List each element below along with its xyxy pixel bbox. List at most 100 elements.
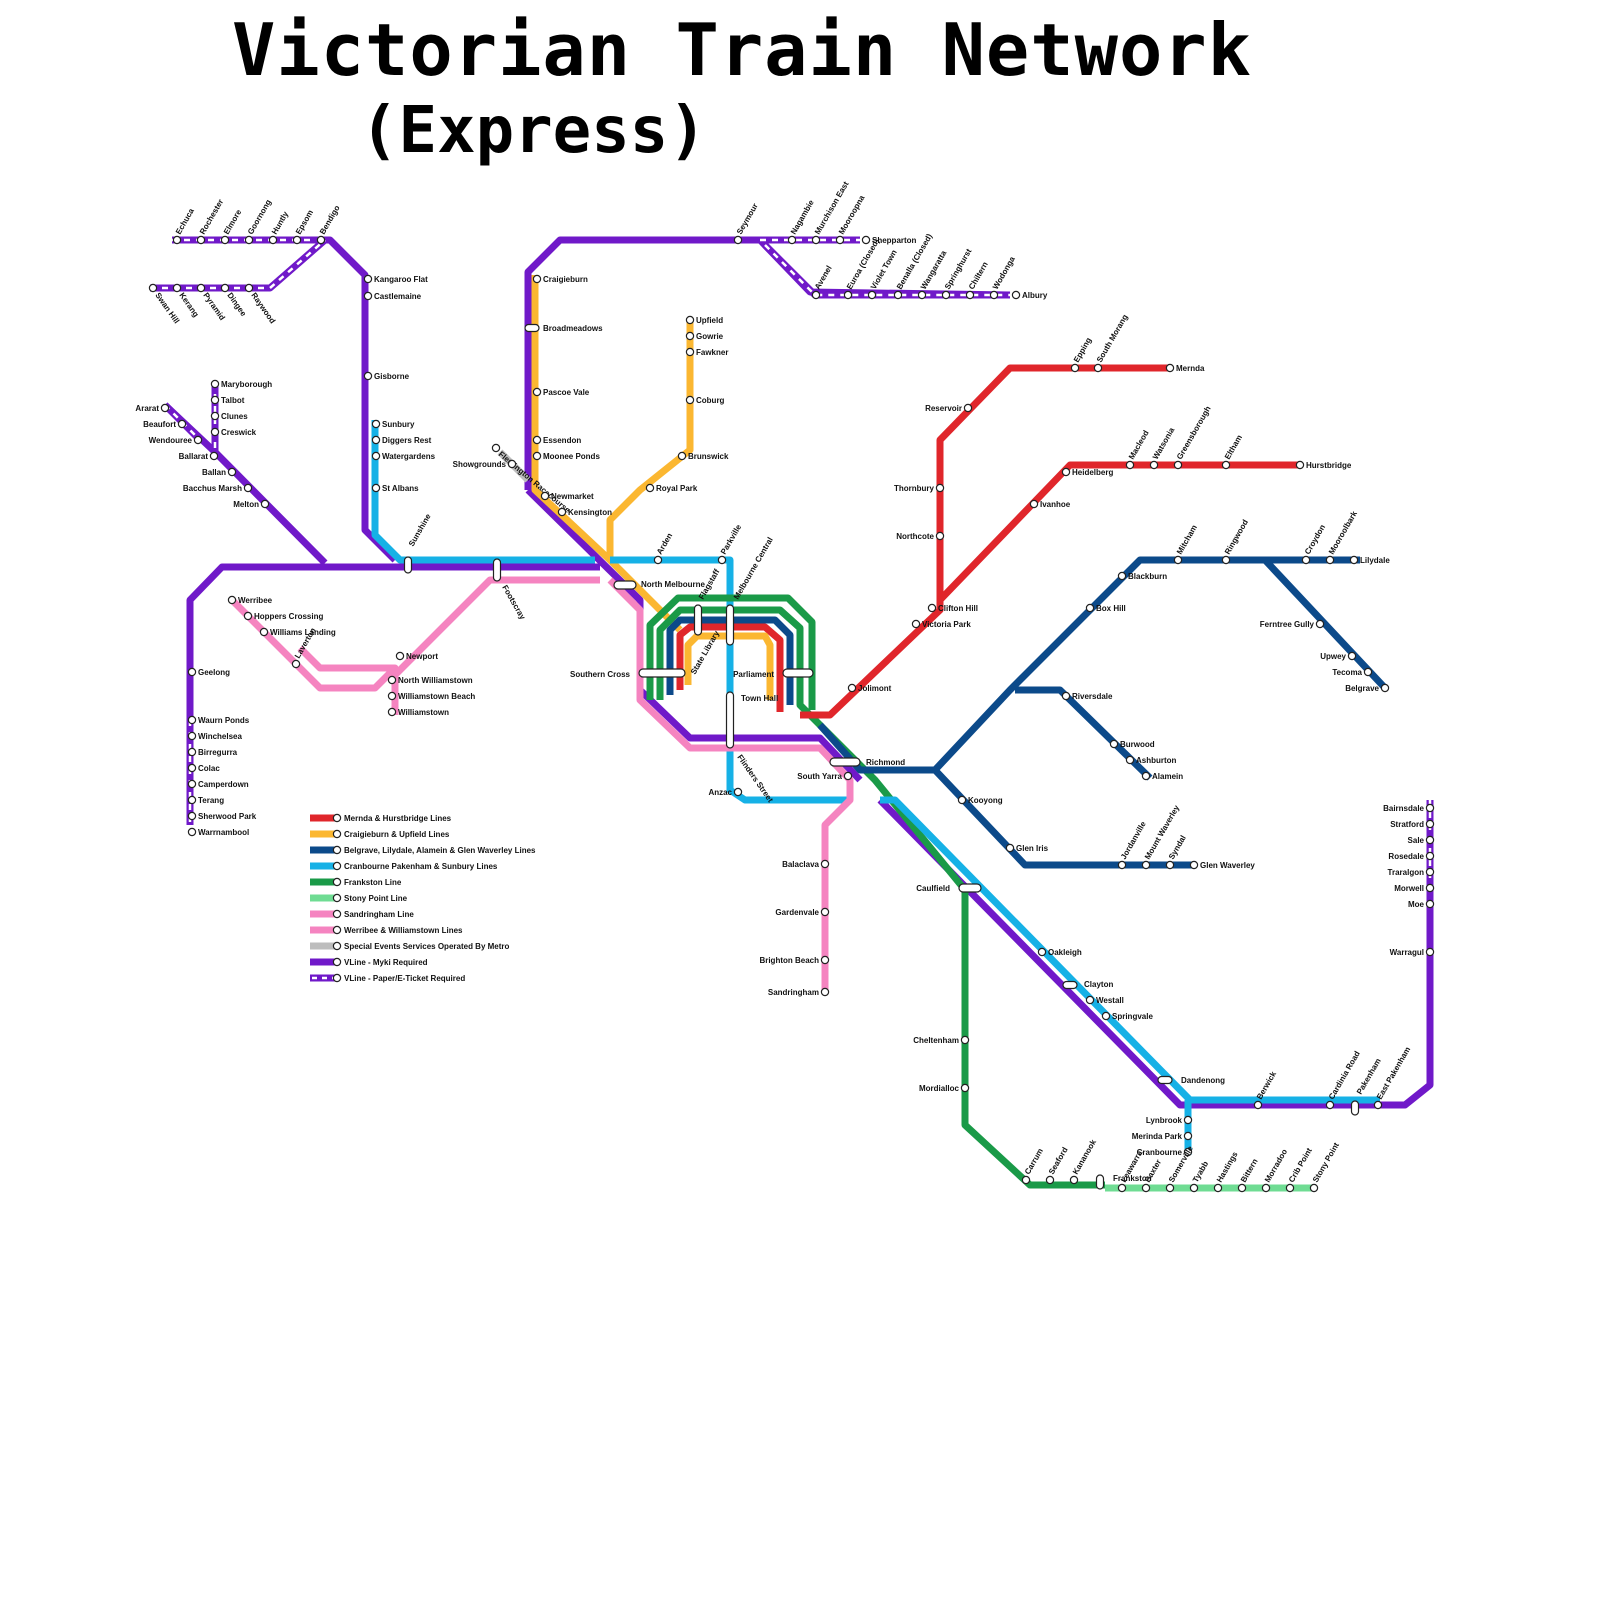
station-gardenvale[interactable]: Gardenvale bbox=[775, 907, 830, 917]
station-upwey[interactable]: Upwey bbox=[1320, 651, 1357, 661]
station-diggers-rest[interactable]: Diggers Rest bbox=[371, 435, 432, 445]
station-frankston[interactable]: Frankston bbox=[1113, 1174, 1152, 1183]
station-coburg[interactable]: Coburg bbox=[685, 395, 725, 405]
station-tecoma[interactable]: Tecoma bbox=[1332, 667, 1373, 677]
station-westall[interactable]: Westall bbox=[1085, 995, 1124, 1005]
interchange-north-melbourne[interactable] bbox=[613, 580, 637, 590]
station-cheltenham[interactable]: Cheltenham bbox=[913, 1035, 970, 1045]
station-ararat[interactable]: Ararat bbox=[135, 403, 170, 413]
station-carrum[interactable]: Carrum bbox=[1021, 1147, 1045, 1185]
station-springvale[interactable]: Springvale bbox=[1101, 1011, 1153, 1021]
station-parliament[interactable]: Parliament bbox=[733, 670, 774, 679]
station-reservoir[interactable]: Reservoir bbox=[925, 403, 973, 413]
station-warrnambool[interactable]: Warrnambool bbox=[187, 827, 249, 837]
station-shepparton[interactable]: Shepparton bbox=[861, 235, 917, 245]
station-balaclava[interactable]: Balaclava bbox=[782, 859, 830, 869]
station-blackburn[interactable]: Blackburn bbox=[1117, 571, 1167, 581]
station-moe[interactable]: Moe bbox=[1408, 899, 1435, 909]
station-pascoe-vale[interactable]: Pascoe Vale bbox=[532, 387, 590, 397]
station-newport[interactable]: Newport bbox=[395, 651, 438, 661]
station-sandringham[interactable]: Sandringham bbox=[768, 987, 830, 997]
station-mooroolbark[interactable]: Mooroolbark bbox=[1325, 509, 1359, 565]
interchange-broadmeadows[interactable] bbox=[524, 323, 540, 333]
station-jordanville[interactable]: Jordanville bbox=[1117, 819, 1148, 870]
station-jolimont[interactable]: Jolimont bbox=[847, 683, 892, 693]
interchange-flinders-street[interactable] bbox=[725, 691, 735, 749]
station-winchelsea[interactable]: Winchelsea bbox=[187, 731, 242, 741]
interchange-flagstaff[interactable] bbox=[693, 604, 703, 636]
station-geelong[interactable]: Geelong bbox=[187, 667, 230, 677]
station-morwell[interactable]: Morwell bbox=[1394, 883, 1435, 893]
station-sunbury[interactable]: Sunbury bbox=[371, 419, 415, 429]
station-warragul[interactable]: Warragul bbox=[1390, 947, 1435, 957]
station-sunshine[interactable]: Sunshine bbox=[407, 512, 433, 548]
interchange-melbourne-central[interactable] bbox=[725, 604, 735, 646]
station-werribee[interactable]: Werribee bbox=[227, 595, 273, 605]
station-brighton-beach[interactable]: Brighton Beach bbox=[759, 955, 830, 965]
station-traralgon[interactable]: Traralgon bbox=[1388, 867, 1435, 877]
station-royal-park[interactable]: Royal Park bbox=[645, 483, 698, 493]
station-ballarat[interactable]: Ballarat bbox=[179, 451, 219, 461]
station-north-williamstown[interactable]: North Williamstown bbox=[387, 675, 473, 685]
station-riversdale[interactable]: Riversdale bbox=[1061, 691, 1113, 701]
interchange-parliament[interactable] bbox=[782, 668, 814, 678]
station-birregurra[interactable]: Birregurra bbox=[187, 747, 238, 757]
station-rosedale[interactable]: Rosedale bbox=[1388, 851, 1435, 861]
station-williams-landing[interactable]: Williams Landing bbox=[259, 627, 336, 637]
station-wendouree[interactable]: Wendouree bbox=[149, 435, 203, 445]
station-clifton-hill[interactable]: Clifton Hill bbox=[927, 603, 978, 613]
station-south-yarra[interactable]: South Yarra bbox=[797, 771, 853, 781]
station-gowrie[interactable]: Gowrie bbox=[685, 331, 724, 341]
station-colac[interactable]: Colac bbox=[187, 763, 220, 773]
station-lynbrook[interactable]: Lynbrook bbox=[1146, 1115, 1193, 1125]
station-sherwood-park[interactable]: Sherwood Park bbox=[187, 811, 257, 821]
station-oakleigh[interactable]: Oakleigh bbox=[1037, 947, 1082, 957]
interchange-dandenong[interactable] bbox=[1157, 1075, 1173, 1085]
station-brunswick[interactable]: Brunswick bbox=[677, 451, 729, 461]
interchange-southern-cross[interactable] bbox=[638, 668, 686, 678]
interchange-richmond[interactable] bbox=[829, 757, 861, 767]
interchange-caulfield[interactable] bbox=[958, 883, 982, 893]
station-northcote[interactable]: Northcote bbox=[896, 531, 945, 541]
station-melton[interactable]: Melton bbox=[233, 499, 270, 509]
station-upfield[interactable]: Upfield bbox=[685, 315, 723, 325]
station-stony-point[interactable]: Stony Point bbox=[1309, 1141, 1341, 1193]
station-essendon[interactable]: Essendon bbox=[532, 435, 581, 445]
station-waurn-ponds[interactable]: Waurn Ponds bbox=[187, 715, 250, 725]
station-clunes[interactable]: Clunes bbox=[210, 411, 248, 421]
station-kangaroo-flat[interactable]: Kangaroo Flat bbox=[363, 274, 428, 284]
station-maryborough[interactable]: Maryborough bbox=[210, 379, 272, 389]
station-williamstown-beach[interactable]: Williamstown Beach bbox=[387, 691, 475, 701]
station-clayton[interactable]: Clayton bbox=[1084, 980, 1113, 989]
station-cranbourne[interactable]: Cranbourne bbox=[1137, 1147, 1193, 1157]
station-stratford[interactable]: Stratford bbox=[1390, 819, 1435, 829]
station-albury[interactable]: Albury bbox=[1011, 290, 1048, 300]
station-anzac[interactable]: Anzac bbox=[708, 787, 743, 797]
station-broadmeadows[interactable]: Broadmeadows bbox=[543, 324, 603, 333]
station-south-morang[interactable]: South Morang bbox=[1093, 313, 1130, 373]
station-ivanhoe[interactable]: Ivanhoe bbox=[1029, 499, 1071, 509]
station-camperdown[interactable]: Camperdown bbox=[187, 779, 249, 789]
station-williamstown[interactable]: Williamstown bbox=[387, 707, 449, 717]
station-kensington[interactable]: Kensington bbox=[557, 507, 612, 517]
station-hurstbridge[interactable]: Hurstbridge bbox=[1295, 460, 1352, 470]
station-alamein[interactable]: Alamein bbox=[1141, 771, 1183, 781]
station-richmond[interactable]: Richmond bbox=[866, 758, 905, 767]
interchange-sunshine[interactable] bbox=[403, 556, 413, 574]
station-kooyong[interactable]: Kooyong bbox=[957, 795, 1003, 805]
station-belgrave[interactable]: Belgrave bbox=[1345, 683, 1390, 693]
station-hoppers-crossing[interactable]: Hoppers Crossing bbox=[243, 611, 323, 621]
station-burwood[interactable]: Burwood bbox=[1109, 739, 1155, 749]
station-moonee-ponds[interactable]: Moonee Ponds bbox=[532, 451, 600, 461]
interchange-frankston[interactable] bbox=[1095, 1174, 1105, 1190]
station-lilydale[interactable]: Lilydale bbox=[1349, 555, 1390, 565]
station-newmarket[interactable]: Newmarket bbox=[540, 491, 594, 501]
station-gisborne[interactable]: Gisborne bbox=[363, 371, 410, 381]
station-bairnsdale[interactable]: Bairnsdale bbox=[1383, 803, 1435, 813]
station-st-albans[interactable]: St Albans bbox=[371, 483, 419, 493]
station-bacchus-marsh[interactable]: Bacchus Marsh bbox=[183, 483, 253, 493]
station-east-pakenham[interactable]: East Pakenham bbox=[1373, 1045, 1412, 1110]
station-beaufort[interactable]: Beaufort bbox=[143, 419, 187, 429]
station-showgrounds[interactable]: Showgrounds bbox=[453, 459, 517, 469]
station-ashburton[interactable]: Ashburton bbox=[1125, 755, 1177, 765]
